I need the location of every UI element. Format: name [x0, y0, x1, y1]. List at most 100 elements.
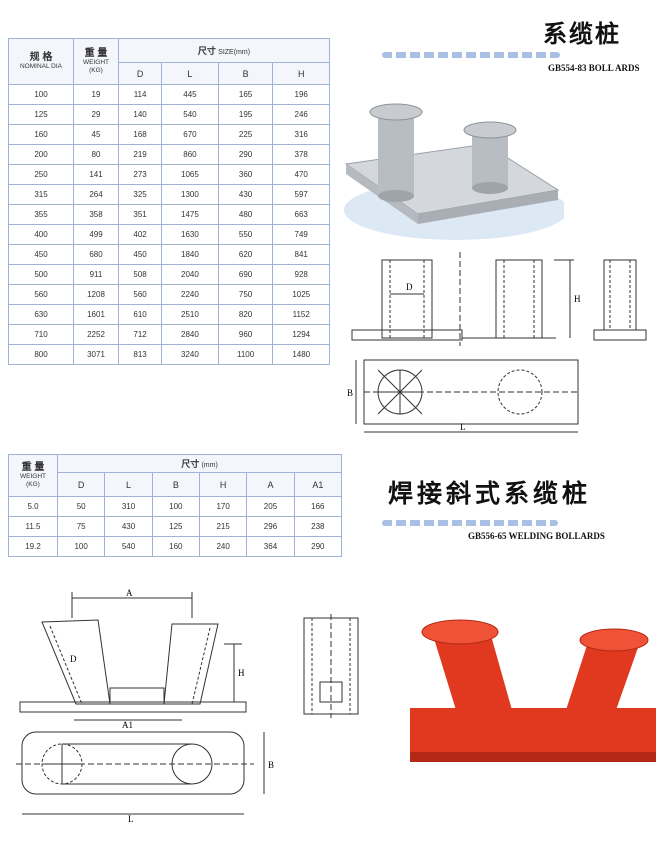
- table-cell: 170: [198, 496, 248, 517]
- table-cell: 1100: [217, 344, 274, 365]
- table-cell: 160: [8, 124, 74, 145]
- table-cell: 450: [117, 244, 163, 265]
- size-col-header: L: [104, 472, 153, 497]
- size-col-header: D: [56, 472, 106, 497]
- table-cell: 620: [217, 244, 274, 265]
- table-cell: 450: [8, 244, 74, 265]
- size-col-header: B: [217, 62, 274, 85]
- table-cell: 141: [73, 164, 119, 185]
- table-cell: 100: [151, 496, 200, 517]
- section2-subtitle: GB556-65 WELDING BOLLARDS: [468, 531, 605, 541]
- dim-a-label: A: [126, 588, 133, 598]
- table-cell: 1208: [73, 284, 119, 305]
- table-cell: 445: [161, 84, 219, 105]
- size-col-header: B: [151, 472, 200, 497]
- table-cell: 400: [8, 224, 74, 245]
- table-cell: 550: [217, 224, 274, 245]
- table-cell: 610: [117, 304, 163, 325]
- table-cell: 2252: [73, 324, 119, 345]
- dim-a1-label: A1: [122, 720, 133, 730]
- table-cell: 1300: [161, 184, 219, 205]
- table-cell: 1025: [272, 284, 330, 305]
- size-col-header: A: [246, 472, 295, 497]
- table-cell: 238: [293, 516, 343, 537]
- table-cell: 1294: [272, 324, 330, 345]
- table-cell: 246: [272, 104, 330, 125]
- table-cell: 680: [73, 244, 119, 265]
- table-cell: 630: [8, 304, 74, 325]
- table-cell: 364: [246, 536, 295, 557]
- table-cell: 813: [117, 344, 163, 365]
- dim-l-label-2: L: [128, 814, 134, 824]
- bollard-spec-table: 规 格 NOMINAL DIA 重 量 WEIGHT (KG) 尺寸 SIZE(…: [8, 38, 330, 365]
- table-cell: 195: [217, 104, 274, 125]
- dim-b-label: B: [347, 388, 353, 398]
- table-cell: 316: [272, 124, 330, 145]
- table-cell: 160: [151, 536, 200, 557]
- table-cell: 1840: [161, 244, 219, 265]
- chain-divider: [382, 52, 560, 58]
- table-cell: 2040: [161, 264, 219, 285]
- table-cell: 125: [8, 104, 74, 125]
- table-cell: 325: [117, 184, 163, 205]
- size-col-header: H: [198, 472, 248, 497]
- table-cell: 499: [73, 224, 119, 245]
- dim-h-label-2: H: [238, 668, 245, 678]
- table-cell: 215: [198, 516, 248, 537]
- dim-b-label-2: B: [268, 760, 274, 770]
- table-cell: 200: [8, 144, 74, 165]
- table-cell: 712: [117, 324, 163, 345]
- table-cell: 1601: [73, 304, 119, 325]
- table-cell: 3071: [73, 344, 119, 365]
- table-cell: 358: [73, 204, 119, 225]
- table-cell: 75: [56, 516, 106, 537]
- table-cell: 690: [217, 264, 274, 285]
- table-cell: 125: [151, 516, 200, 537]
- table-cell: 29: [73, 104, 119, 125]
- weight-header-2: 重 量 WEIGHT (KG): [8, 454, 58, 497]
- weight-header: 重 量 WEIGHT (KG): [73, 38, 119, 85]
- table-cell: 508: [117, 264, 163, 285]
- table-cell: 80: [73, 144, 119, 165]
- table-cell: 1480: [272, 344, 330, 365]
- table-cell: 168: [117, 124, 163, 145]
- table-cell: 500: [8, 264, 74, 285]
- size-header-2: 尺寸 (mm): [57, 454, 342, 473]
- table-cell: 240: [198, 536, 248, 557]
- table-cell: 597: [272, 184, 330, 205]
- table-cell: 264: [73, 184, 119, 205]
- table-cell: 928: [272, 264, 330, 285]
- table-cell: 710: [8, 324, 74, 345]
- nominal-dia-header: 规 格 NOMINAL DIA: [8, 38, 74, 85]
- table-cell: 19: [73, 84, 119, 105]
- table-cell: 45: [73, 124, 119, 145]
- table-cell: 470: [272, 164, 330, 185]
- bollard-technical-drawing: D H B L: [347, 252, 647, 433]
- table-cell: 1152: [272, 304, 330, 325]
- table-cell: 140: [117, 104, 163, 125]
- table-cell: 19.2: [8, 536, 58, 557]
- welding-bollard-illustration: [410, 619, 656, 762]
- size-col-header: H: [272, 62, 330, 85]
- table-cell: 860: [161, 144, 219, 165]
- table-cell: 296: [246, 516, 295, 537]
- table-cell: 165: [217, 84, 274, 105]
- table-cell: 196: [272, 84, 330, 105]
- table-cell: 430: [104, 516, 153, 537]
- size-col-header: D: [117, 62, 163, 85]
- table-cell: 351: [117, 204, 163, 225]
- table-cell: 560: [117, 284, 163, 305]
- table-cell: 290: [217, 144, 274, 165]
- table-cell: 290: [293, 536, 343, 557]
- table-cell: 2840: [161, 324, 219, 345]
